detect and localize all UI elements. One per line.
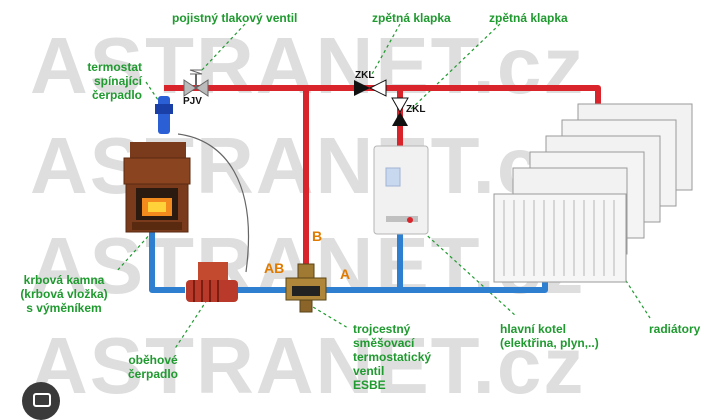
port-a-label: A — [340, 266, 351, 282]
radiators — [493, 103, 693, 283]
pump-label: oběhové čerpadlo — [118, 353, 188, 381]
radiator-6 — [493, 193, 627, 283]
watermark-4: ASTRANET.cz — [30, 321, 586, 410]
camera-icon[interactable] — [22, 382, 60, 420]
thermostat-label-line-1: termostat — [87, 60, 142, 74]
check-valve-vertical-icon — [391, 97, 409, 126]
boiler-label-line-1: hlavní kotel — [500, 322, 567, 336]
thermostat-label: termostat spínající čerpadlo — [52, 60, 142, 102]
stove-label-line-3: s výměníkem — [26, 301, 102, 315]
port-b-label: B — [312, 228, 323, 244]
safety-valve-label: pojistný tlakový ventil — [172, 11, 298, 25]
check-valve-1-code: ZKL — [355, 70, 375, 81]
heating-diagram — [115, 23, 693, 351]
thermostat-label-line-3: čerpadlo — [91, 88, 142, 102]
check-valve-2-code: ZKL — [406, 104, 426, 115]
stove-label-line-1: krbová kamna — [23, 273, 105, 287]
mixing-valve — [285, 263, 327, 313]
radiators-label: radiátory — [649, 322, 701, 336]
check-valve-horizontal-icon — [354, 79, 387, 97]
mixing-valve-label: trojcestný směšovací termostatický venti… — [353, 322, 431, 392]
mixing-valve-label-line-2: směšovací — [353, 336, 415, 350]
safety-valve-code: PJV — [183, 96, 202, 107]
mixing-valve-label-line-1: trojcestný — [353, 322, 411, 336]
check-valve-1-label: zpětná klapka — [372, 11, 451, 25]
mixing-valve-label-line-4: ventil — [353, 364, 385, 378]
stove-label-line-2: (krbová vložka) — [20, 287, 108, 301]
boiler-label-line-2: (elektřina, plyn,..) — [500, 336, 599, 350]
thermostat-switch — [155, 96, 173, 134]
fireplace-stove — [123, 142, 191, 233]
pump-label-line-2: čerpadlo — [127, 367, 178, 381]
port-ab-label: AB — [264, 260, 285, 276]
main-boiler — [373, 145, 429, 235]
safety-valve-icon — [183, 69, 209, 97]
thermostat-wire — [177, 133, 250, 273]
pump-label-line-1: oběhové — [128, 353, 178, 367]
circulation-pump — [186, 262, 238, 302]
mixing-valve-label-line-3: termostatický — [353, 350, 432, 364]
boiler-label: hlavní kotel (elektřina, plyn,..) — [500, 322, 599, 350]
mixing-valve-label-line-5: ESBE — [353, 378, 386, 392]
thermostat-label-line-2: spínající — [93, 74, 142, 88]
stove-label: krbová kamna (krbová vložka) s výměníkem — [6, 273, 122, 315]
check-valve-2-label: zpětná klapka — [489, 11, 568, 25]
